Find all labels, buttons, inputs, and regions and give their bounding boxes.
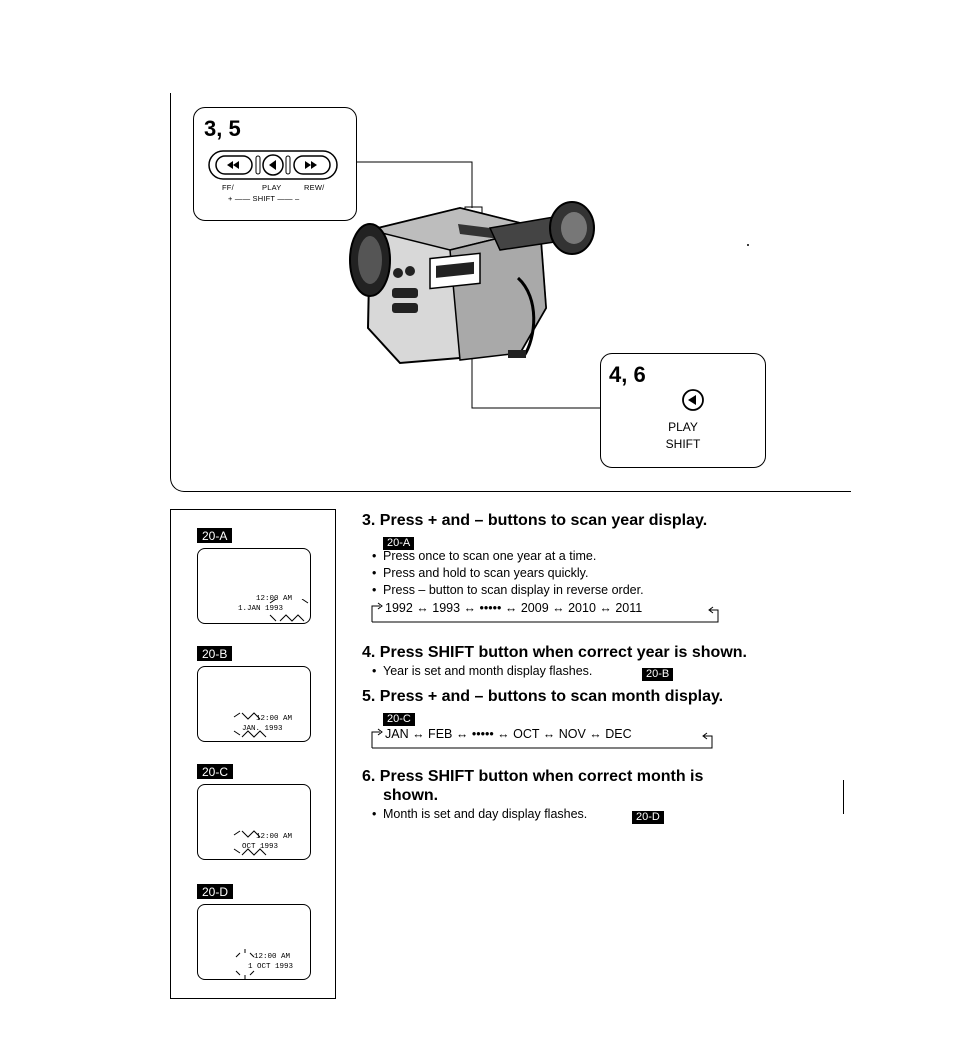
step-3-bullet-1: Press once to scan one year at a time. [372, 548, 596, 564]
screen-date: JAN. 1993 [242, 725, 283, 733]
callout-button-4-6: 4, 6 PLAY SHIFT [600, 353, 766, 468]
step-4-badge: 20-B [642, 668, 674, 681]
display-screen-20d: 12:00 AM 1 OCT 1993 [197, 904, 311, 980]
year-sequence: 1992 ↔ 1993 ↔ ••••• ↔ 2009 ↔ 2010 ↔ 2011 [385, 601, 643, 615]
play-shift-icon [682, 389, 704, 411]
screen-time: 12:00 AM [256, 833, 293, 841]
step-3-bullet-2: Press and hold to scan years quickly. [372, 565, 588, 581]
callout-number: 3, 5 [204, 116, 241, 141]
step-3-bullet-3: Press – button to scan display in revers… [372, 582, 644, 598]
step-4-bullet-1: Year is set and month display flashes. [372, 663, 592, 679]
screen-date: 1 OCT 1993 [248, 963, 294, 971]
label-play: PLAY [668, 420, 698, 434]
step-6-bullet-1: Month is set and day display flashes. [372, 806, 587, 822]
screen-badge: 20-A [197, 528, 233, 543]
margin-mark [843, 780, 844, 814]
callout-buttons-3-5: 3, 5 FF/ PLAY REW/ + —— SHIFT —— – [193, 107, 357, 221]
flash-marks [269, 599, 309, 622]
screen-time: 12:00 AM [256, 715, 293, 723]
screen-date: OCT 1993 [242, 843, 279, 851]
step-6-heading-line1: 6. Press SHIFT button when correct month… [362, 768, 704, 785]
month-sequence: JAN ↔ FEB ↔ ••••• ↔ OCT ↔ NOV ↔ DEC [385, 727, 632, 741]
screen-badge: 20-D [197, 884, 234, 899]
step-6-badge: 20-D [632, 811, 664, 824]
flash-marks [233, 712, 267, 738]
flash-marks [233, 830, 267, 856]
label-ff: FF/ [222, 183, 234, 192]
month-cycle-bracket [371, 728, 713, 749]
step-4-heading: 4. Press SHIFT button when correct year … [362, 644, 747, 661]
screen-date: 1.JAN 1993 [238, 605, 284, 613]
display-screen-20a: 12:00 AM 1.JAN 1993 [197, 548, 311, 624]
step-3-heading: 3. Press + and – buttons to scan year di… [362, 512, 708, 529]
label-play: PLAY [262, 183, 282, 192]
step-3-badge: 20-A [383, 537, 415, 550]
label-shift-plus-minus: + —— SHIFT —— – [228, 194, 300, 203]
display-screen-20b: 12:00 AM JAN. 1993 [197, 666, 311, 742]
label-rew: REW/ [304, 183, 325, 192]
step-5-heading: 5. Press + and – buttons to scan month d… [362, 688, 724, 705]
label-shift: SHIFT [665, 437, 701, 451]
screen-time: 12:00 AM [254, 953, 291, 961]
screen-badge: 20-C [197, 764, 234, 779]
flash-marks [235, 949, 255, 979]
camcorder-illustration [349, 201, 595, 365]
screen-badge: 20-B [197, 646, 233, 661]
shift-button-group [208, 150, 338, 180]
display-screen-20c: 12:00 AM OCT 1993 [197, 784, 311, 860]
step-6-heading-line2: shown. [383, 787, 439, 804]
screen-display-column: 20-A 12:00 AM 1.JAN 1993 20-B 12:00 AM J… [170, 509, 336, 999]
year-cycle-bracket [371, 602, 719, 623]
figure-frame [170, 93, 851, 492]
screen-time: 12:00 AM [256, 595, 293, 603]
callout-number: 4, 6 [609, 362, 646, 387]
step-5-badge: 20-C [383, 713, 415, 726]
